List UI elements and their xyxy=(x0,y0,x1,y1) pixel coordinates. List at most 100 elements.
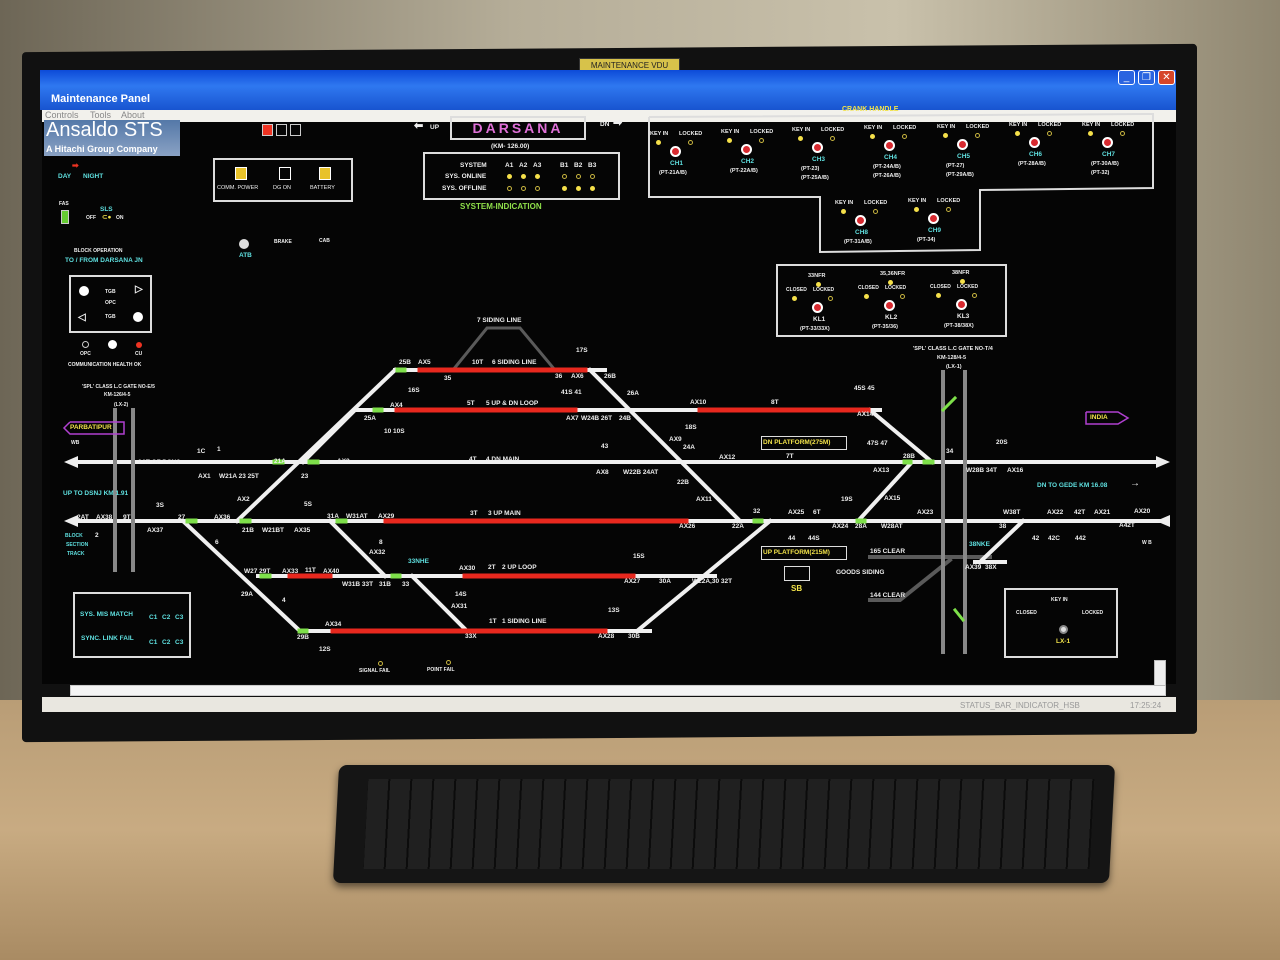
track-label: W28AT xyxy=(881,523,903,530)
track-label: 30B xyxy=(628,633,640,640)
point-indicators xyxy=(185,367,935,634)
crossover xyxy=(634,518,773,634)
track-label: 29B xyxy=(297,634,309,641)
india-arrow-shape xyxy=(1085,411,1130,425)
crank-handle-ch1-button[interactable] xyxy=(670,146,681,157)
parbatipur-direction: PARBATIPUR xyxy=(70,424,112,431)
track-label: GOODS SIDING xyxy=(836,569,885,576)
locked-label: LOCKED xyxy=(864,200,888,206)
crank-handle-points: (PT-32) xyxy=(1091,170,1110,176)
dg-on-label: DG ON xyxy=(273,185,292,191)
sys-offline-led xyxy=(521,186,526,191)
menu-tools[interactable]: Tools xyxy=(90,110,112,120)
system-col-b1: B1 xyxy=(560,162,569,169)
track-label: 165 CLEAR xyxy=(870,548,906,555)
sys-offline-label: SYS. OFFLINE xyxy=(442,185,487,192)
kl-nfr-label: 38NFR xyxy=(952,270,970,276)
lx1-locked-label: LOCKED xyxy=(1082,610,1104,616)
tgb-button[interactable]: TGB xyxy=(105,314,116,320)
close-button[interactable]: ✕ xyxy=(1158,70,1175,85)
system-header: SYSTEM xyxy=(460,162,487,169)
track-label: AX25 xyxy=(788,509,805,516)
sb-icon[interactable] xyxy=(784,566,810,581)
up-platform: UP PLATFORM(215M) xyxy=(761,546,847,560)
kl-kl2-button[interactable] xyxy=(884,300,895,311)
lx1-closed-label: CLOSED xyxy=(1016,610,1037,616)
track-label: AX12 xyxy=(719,454,736,461)
kl-kl3-button[interactable] xyxy=(956,299,967,310)
track-label: 22B xyxy=(677,479,689,486)
sys-mismatch-label: SYS. MIS MATCH xyxy=(80,611,133,618)
crossover xyxy=(180,518,303,634)
status-bar: STATUS_BAR_INDICATOR_HSB 17:25:24 xyxy=(42,697,1176,712)
cu-label: CU xyxy=(135,351,143,357)
vertical-scrollbar[interactable] xyxy=(1154,660,1166,686)
night-button[interactable]: NIGHT xyxy=(83,173,104,180)
crank-handle-points: (PT-27) xyxy=(946,163,965,169)
crank-handle-ch8-button[interactable] xyxy=(855,215,866,226)
opc-button[interactable]: OPC xyxy=(105,300,116,306)
crank-handle-points: (PT-31A/B) xyxy=(844,239,872,245)
dn-arrow-icon: ➡ xyxy=(613,117,623,129)
block-section-label: SECTION xyxy=(66,542,89,548)
crank-handle-ch5-button[interactable] xyxy=(957,139,968,150)
track-label: W27 29T xyxy=(244,568,271,575)
lx1-panel: KEY IN CLOSED LOCKED LX-1 xyxy=(1004,588,1118,658)
locked-led xyxy=(759,138,764,143)
alarm-indicator-red xyxy=(262,124,273,136)
track-label: 38NKE xyxy=(969,541,990,548)
crank-handle-ch6-button[interactable] xyxy=(1029,137,1040,148)
kl-points: (PT-35/36) xyxy=(872,324,898,330)
crank-handle-points: (PT-24A/B) xyxy=(873,164,901,170)
tgb-button[interactable]: TGB xyxy=(105,289,116,295)
day-button[interactable]: DAY xyxy=(58,173,72,180)
track-label: 2 UP LOOP xyxy=(502,564,537,571)
restore-button[interactable]: ❐ xyxy=(1138,70,1155,85)
fas-label: FAS xyxy=(59,201,69,207)
lx1-button[interactable] xyxy=(1059,625,1068,634)
crank-handle-ch3-button[interactable] xyxy=(812,142,823,153)
parbatipur-arrow-shape xyxy=(62,421,125,435)
crank-handle-ch4-button[interactable] xyxy=(884,140,895,151)
track-label: 25B xyxy=(399,359,411,366)
sb-label: SB xyxy=(791,584,803,593)
menu-controls[interactable]: Controls xyxy=(45,110,79,120)
comm-power-icon xyxy=(235,167,247,180)
kl-nfr-led xyxy=(816,282,821,287)
kl-points: (PT-33/33X) xyxy=(800,326,830,332)
sync-link-fail-label: SYNC. LINK FAIL xyxy=(81,635,134,642)
track-label: 26B xyxy=(604,373,616,380)
track-label: 42C xyxy=(1048,535,1060,542)
comm-power-label: COMM. POWER xyxy=(217,185,259,191)
track-label: AX26 xyxy=(679,523,696,530)
power-panel: COMM. POWER DG ON BATTERY xyxy=(213,158,353,202)
track-label: AX5 xyxy=(418,359,431,366)
crossover xyxy=(300,407,358,465)
sls-on-label: ON xyxy=(116,215,124,221)
kl-closed-led xyxy=(864,294,869,299)
crank-handle-ch9-button[interactable] xyxy=(928,213,939,224)
battery-label: BATTERY xyxy=(310,185,335,191)
track-label: 28B xyxy=(903,453,915,460)
track-label: 33 xyxy=(402,581,410,588)
menu-about[interactable]: About xyxy=(121,110,145,120)
kl-locked-led xyxy=(972,293,977,298)
sys-online-led xyxy=(535,174,540,179)
occupied-tracks xyxy=(287,367,871,634)
minimize-button[interactable]: _ xyxy=(1118,70,1135,85)
track-label: 8 xyxy=(379,539,383,546)
track-label: 8T xyxy=(771,399,779,406)
track-label: 42T xyxy=(1074,509,1086,516)
crank-handle-ch7-button[interactable] xyxy=(1102,137,1113,148)
kl-kl1-button[interactable] xyxy=(812,302,823,313)
opc-lamp xyxy=(82,341,89,348)
track-label: 10 10S xyxy=(384,428,405,435)
left-end-arrow xyxy=(64,456,78,468)
atb-button[interactable] xyxy=(239,239,249,249)
horizontal-scrollbar[interactable] xyxy=(70,685,1166,696)
crank-handle-ch2-button[interactable] xyxy=(741,144,752,155)
kl-closed-led xyxy=(792,296,797,301)
sls-toggle-icon[interactable]: ⊂● xyxy=(102,214,112,221)
track-label: 442 xyxy=(1075,535,1086,542)
track-label: 7 SIDING LINE xyxy=(477,317,522,324)
